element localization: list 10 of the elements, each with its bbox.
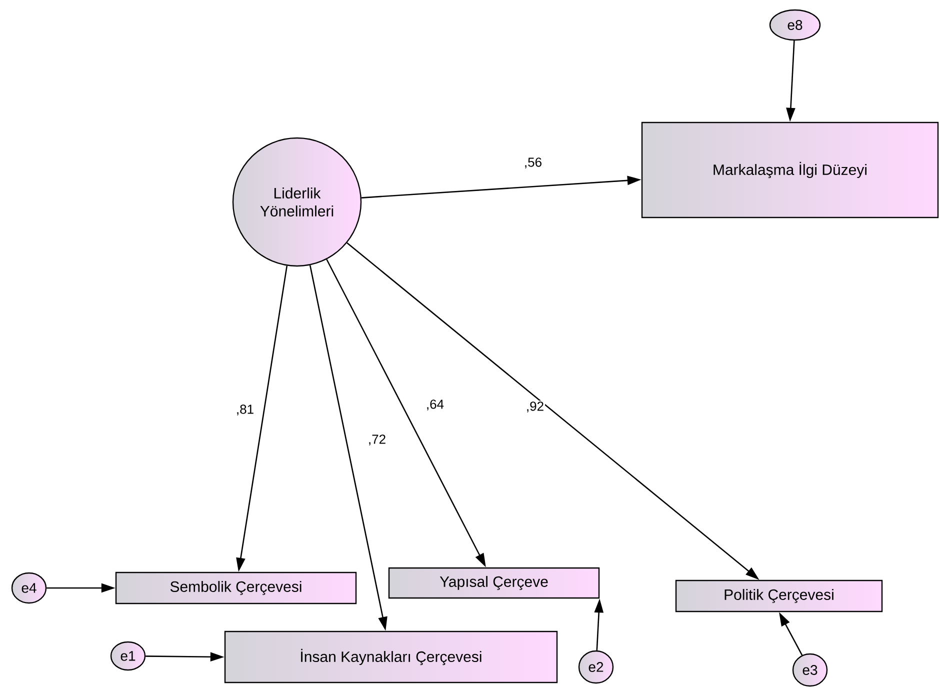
observed-variable-box: Politik Çerçevesi xyxy=(675,580,883,612)
edge-label: ,72 xyxy=(366,434,388,446)
edge-label: ,64 xyxy=(424,398,446,412)
edge-label: ,56 xyxy=(522,156,544,170)
observed-variable-box: Yapısal Çerçeve xyxy=(388,567,600,599)
observed-variable-box: İnsan Kaynakları Çerçevesi xyxy=(224,630,558,684)
edge-label: ,92 xyxy=(524,400,546,414)
edge-label: ,81 xyxy=(234,404,256,416)
observed-variable-box: Markalaşma İlgi Düzeyi xyxy=(641,122,939,218)
observed-variable-box: Sembolik Çerçevesi xyxy=(115,572,357,604)
